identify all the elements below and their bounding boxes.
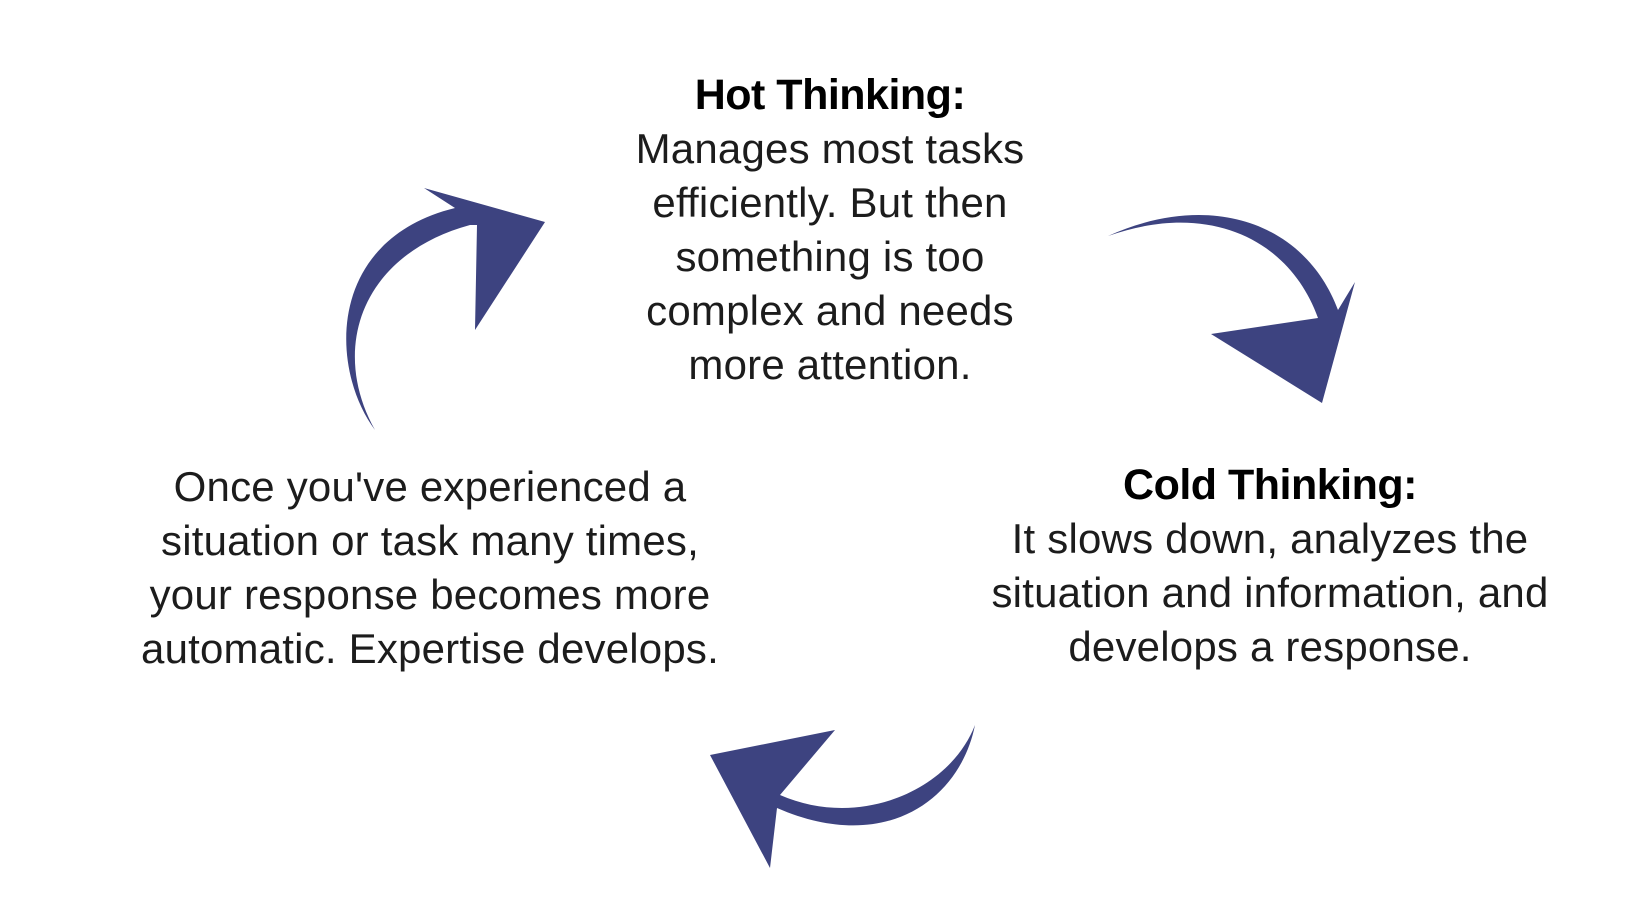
hot-thinking-heading: Hot Thinking:: [694, 71, 966, 119]
hot-to-cold-arrow: [1108, 215, 1355, 403]
expertise-to-hot-arrow: [346, 188, 545, 430]
cold-thinking-block: Cold Thinking: It slows down, analyzes t…: [940, 458, 1600, 674]
cold-thinking-line: develops a response.: [1068, 623, 1472, 670]
hot-thinking-line: efficiently. But then: [652, 179, 1008, 226]
cold-thinking-line: It slows down, analyzes the: [1011, 515, 1529, 562]
hot-thinking-block: Hot Thinking: Manages most tasks efficie…: [590, 68, 1070, 392]
cold-thinking-line: situation and information, and: [991, 569, 1549, 616]
hot-thinking-line: Manages most tasks: [635, 125, 1025, 172]
cold-thinking-heading: Cold Thinking:: [1123, 461, 1417, 509]
cold-to-expertise-arrow: [710, 725, 975, 868]
hot-thinking-line: more attention.: [688, 341, 972, 388]
expertise-line: your response becomes more: [149, 571, 711, 618]
hot-thinking-line: complex and needs: [646, 287, 1014, 334]
hot-thinking-line: something is too: [675, 233, 985, 280]
expertise-line: Once you've experienced a: [173, 463, 687, 510]
expertise-line: automatic. Expertise develops.: [141, 625, 719, 672]
expertise-line: situation or task many times,: [161, 517, 699, 564]
expertise-block: Once you've experienced a situation or t…: [80, 460, 780, 676]
